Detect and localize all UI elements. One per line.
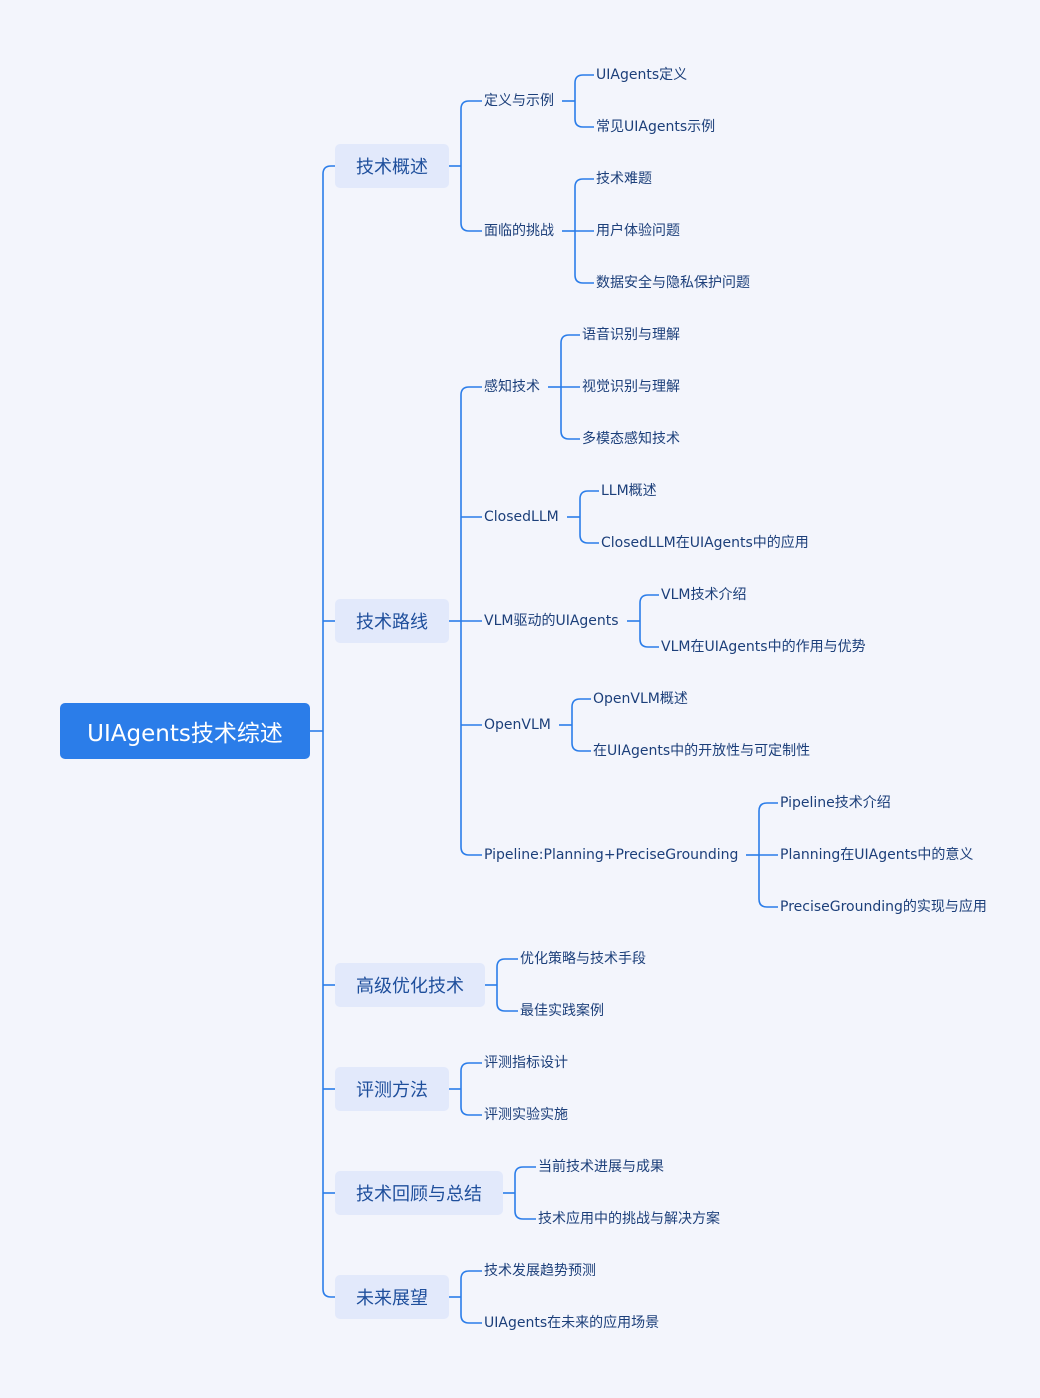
topic-node[interactable]: 技术概述 [335, 144, 449, 188]
topic-node[interactable]: 未来展望 [335, 1275, 449, 1319]
leaf-node[interactable]: 在UIAgents中的开放性与可定制性 [593, 743, 811, 759]
leaf-node[interactable]: ClosedLLM在UIAgents中的应用 [601, 535, 809, 551]
leaf-node[interactable]: VLM技术介绍 [661, 587, 747, 603]
subtopic-node[interactable]: 面临的挑战 [484, 223, 554, 239]
subtopic-node[interactable]: 最佳实践案例 [520, 1003, 604, 1019]
leaf-node[interactable]: 技术难题 [596, 171, 652, 187]
subtopic-node[interactable]: VLM驱动的UIAgents [484, 613, 619, 629]
leaf-node[interactable]: OpenVLM概述 [593, 691, 688, 707]
subtopic-node[interactable]: 当前技术进展与成果 [538, 1159, 664, 1175]
leaf-node[interactable]: LLM概述 [601, 483, 657, 499]
leaf-node[interactable]: Planning在UIAgents中的意义 [780, 847, 974, 863]
subtopic-node[interactable]: OpenVLM [484, 717, 551, 733]
leaf-node[interactable]: 用户体验问题 [596, 223, 680, 239]
leaf-node[interactable]: 数据安全与隐私保护问题 [596, 275, 750, 291]
subtopic-node[interactable]: Pipeline:Planning+PreciseGrounding [484, 847, 739, 863]
leaf-node[interactable]: UIAgents定义 [596, 67, 688, 83]
leaf-node[interactable]: 常见UIAgents示例 [596, 119, 716, 135]
subtopic-node[interactable]: 定义与示例 [484, 93, 554, 109]
leaf-node[interactable]: PreciseGrounding的实现与应用 [780, 899, 987, 915]
topic-node[interactable]: 高级优化技术 [335, 963, 485, 1007]
topic-node[interactable]: 技术路线 [335, 599, 449, 643]
subtopic-node[interactable]: 优化策略与技术手段 [520, 951, 646, 967]
leaf-node[interactable]: 多模态感知技术 [582, 431, 680, 447]
leaf-node[interactable]: Pipeline技术介绍 [780, 795, 891, 811]
leaf-node[interactable]: 视觉识别与理解 [582, 379, 680, 395]
leaf-node[interactable]: 语音识别与理解 [582, 327, 680, 343]
subtopic-node[interactable]: 技术应用中的挑战与解决方案 [538, 1211, 720, 1227]
topic-node[interactable]: 评测方法 [335, 1067, 449, 1111]
topic-node[interactable]: 技术回顾与总结 [335, 1171, 503, 1215]
subtopic-node[interactable]: ClosedLLM [484, 509, 559, 525]
leaf-node[interactable]: VLM在UIAgents中的作用与优势 [661, 639, 866, 655]
subtopic-node[interactable]: 评测指标设计 [484, 1055, 568, 1071]
subtopic-node[interactable]: 评测实验实施 [484, 1107, 568, 1123]
subtopic-node[interactable]: 技术发展趋势预测 [484, 1263, 596, 1279]
subtopic-node[interactable]: 感知技术 [484, 379, 540, 395]
subtopic-node[interactable]: UIAgents在未来的应用场景 [484, 1315, 660, 1331]
root-node[interactable]: UIAgents技术综述 [60, 703, 310, 759]
